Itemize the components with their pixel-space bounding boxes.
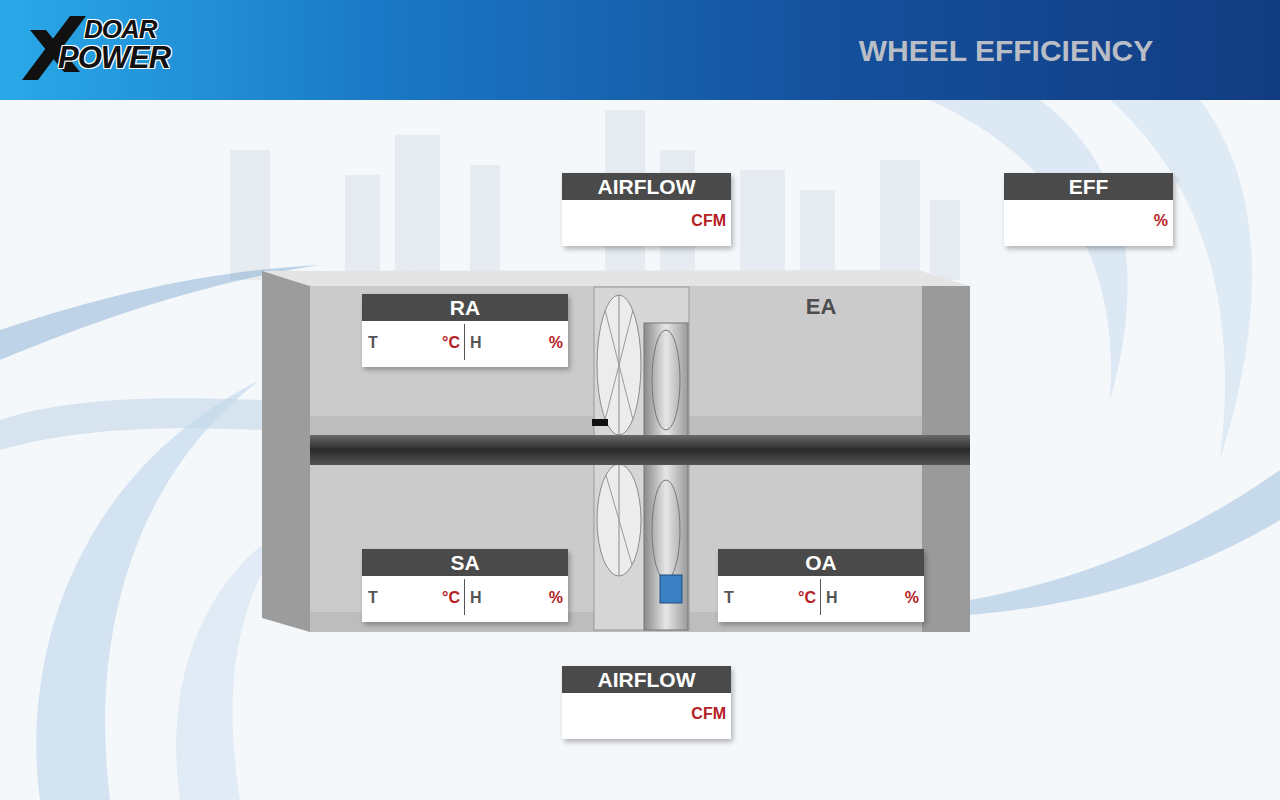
unit-label: CFM [691,705,726,723]
readout-panel: EFF% [1004,173,1173,246]
panel-body: CFM [562,693,731,739]
panel-heading: EFF [1004,173,1173,200]
panel-heading: AIRFLOW [562,173,731,200]
unit-label: °C [442,334,460,352]
unit-label: % [1154,212,1168,230]
field-label: H [826,589,838,607]
unit-label: % [905,589,919,607]
panel-heading: SA [362,549,568,576]
chamber-label: EA [767,294,875,320]
logo-text: POWER [58,40,170,76]
unit-label: °C [442,589,460,607]
unit-label: °C [798,589,816,607]
field-label: H [470,589,482,607]
panel-heading: AIRFLOW [562,666,731,693]
sensor-panel: RA T °C H% [362,294,568,367]
readout-panel: AIRFLOW CFM [562,666,731,739]
panel-body: T °C H% [362,321,568,367]
panel-heading: OA [718,549,924,576]
panel-body: CFM [562,200,731,246]
panel-body: % [1004,200,1173,246]
divider-line [820,579,821,615]
readout-panel: AIRFLOW CFM [562,173,731,246]
field-label: T [368,589,378,607]
panel-body: T °C H% [362,576,568,622]
divider-line [464,324,465,360]
unit-label: % [549,334,563,352]
field-label: T [724,589,734,607]
panel-body: T °C H% [718,576,924,622]
unit-label: CFM [691,212,726,230]
sensor-panel: SA T °C H% [362,549,568,622]
unit-label: % [549,589,563,607]
screen-title: WHEEL EFFICIENCY [820,34,1192,68]
panel-heading: RA [362,294,568,321]
sensor-panel: OA T °C H% [718,549,924,622]
field-label: T [368,334,378,352]
field-label: H [470,334,482,352]
divider-line [464,579,465,615]
air-handler-housing: EA RA T °C H% SA T °C H% OA T °C H% [262,270,970,632]
